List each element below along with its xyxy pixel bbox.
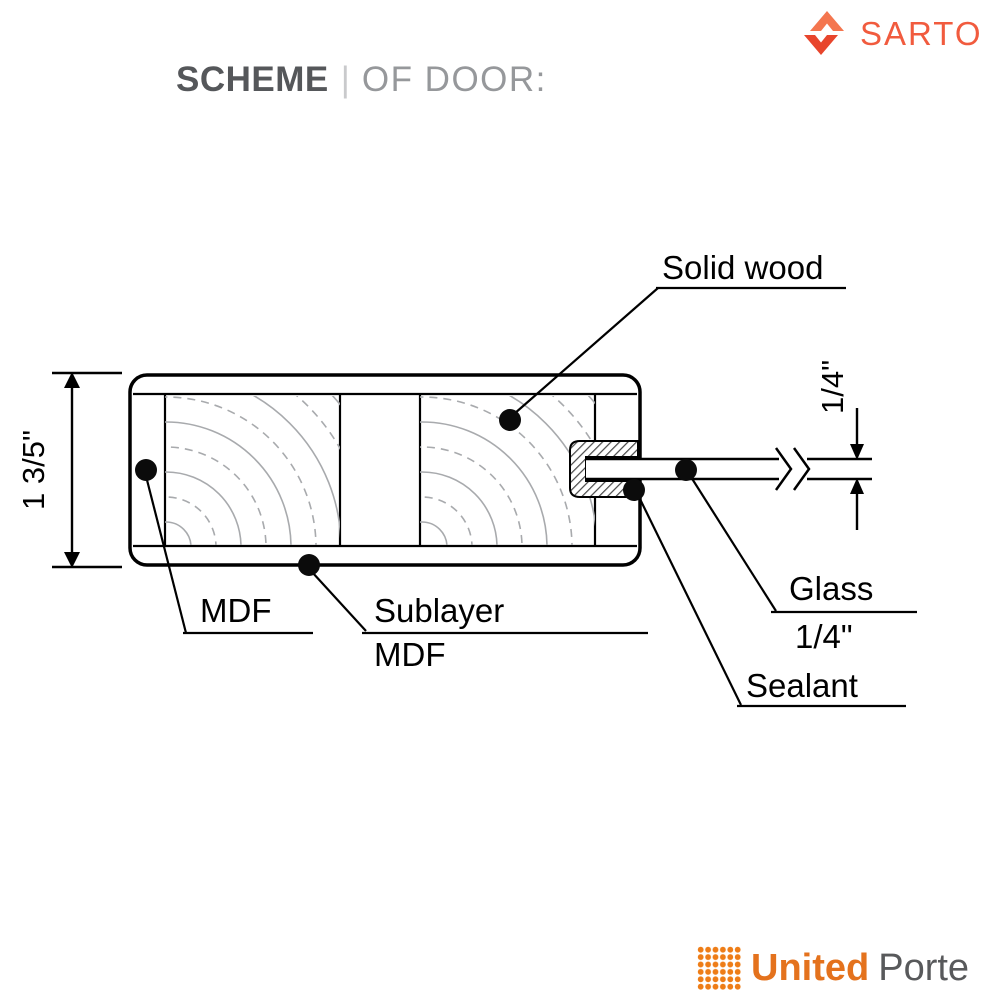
title-of-door: OF DOOR: bbox=[361, 60, 547, 99]
wood-grain-right bbox=[420, 396, 595, 545]
dimension-door-thickness bbox=[52, 371, 122, 569]
sealant-channel bbox=[569, 440, 639, 498]
arrowhead-down bbox=[850, 444, 864, 460]
sarto-wordmark: SARTO bbox=[860, 15, 983, 52]
arrowhead-up bbox=[850, 478, 864, 494]
callout-dot bbox=[499, 409, 521, 431]
glass-break-mark bbox=[792, 447, 811, 491]
label-sublayer-mdf: MDF bbox=[374, 636, 445, 673]
arrowhead-up bbox=[64, 372, 80, 388]
label-sublayer: Sublayer bbox=[374, 592, 504, 629]
label-glass: Glass bbox=[789, 570, 873, 607]
page-title: SCHEME | OF DOOR: bbox=[176, 60, 547, 100]
title-scheme: SCHEME bbox=[176, 60, 329, 99]
callout-dot bbox=[623, 479, 645, 501]
wordmark-porte: Porte bbox=[878, 946, 970, 989]
door-body bbox=[128, 373, 642, 567]
glass-pane bbox=[586, 447, 872, 491]
glass-break-mark bbox=[774, 447, 793, 491]
sarto-logo: SARTO bbox=[798, 4, 983, 58]
callout-mdf: MDF bbox=[135, 459, 313, 635]
arrowhead-down bbox=[64, 552, 80, 568]
callout-sublayer-mdf: Sublayer MDF bbox=[298, 554, 648, 673]
wordmark-united: United bbox=[751, 946, 870, 989]
label-solid-wood: Solid wood bbox=[662, 249, 823, 286]
label-mdf: MDF bbox=[200, 592, 271, 629]
title-separator: | bbox=[340, 60, 350, 99]
door-thickness-value: 1 3/5" bbox=[16, 430, 51, 510]
callout-solid-wood: Solid wood bbox=[499, 249, 846, 431]
callout-sealant: Sealant bbox=[623, 479, 906, 708]
dimension-glass-thickness bbox=[850, 408, 864, 530]
callout-glass: Glass 1/4" bbox=[675, 459, 917, 655]
callout-dot bbox=[135, 459, 157, 481]
callout-dot bbox=[298, 554, 320, 576]
united-porte-logo-icon bbox=[697, 946, 741, 990]
label-glass-size: 1/4" bbox=[795, 618, 853, 655]
label-sealant: Sealant bbox=[746, 667, 858, 704]
callout-dot bbox=[675, 459, 697, 481]
glass-thickness-value: 1/4" bbox=[815, 360, 850, 414]
sarto-logo-icon bbox=[804, 11, 844, 55]
wood-grain-left bbox=[165, 396, 340, 545]
